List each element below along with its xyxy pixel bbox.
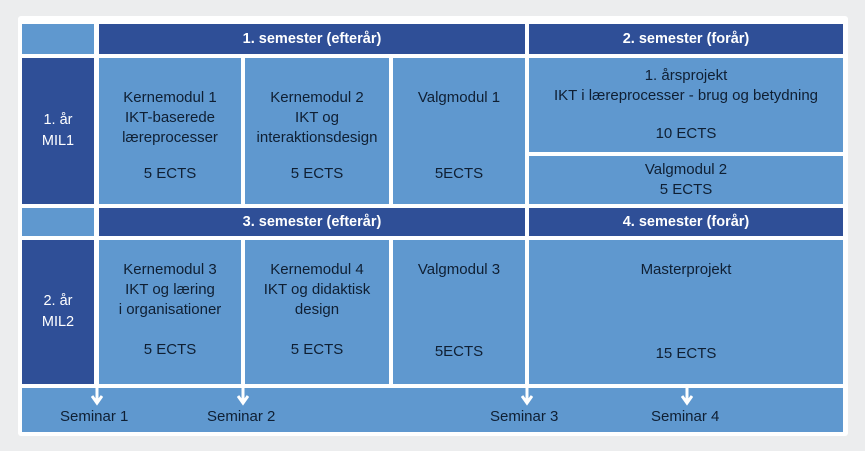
seminar-2-label: Seminar 2 — [207, 408, 276, 425]
seminar-4-label: Seminar 4 — [651, 408, 720, 425]
module-ects: 15 ECTS — [655, 345, 717, 362]
module-kernemodul-1: Kernemodul 1 IKT-baserede læreprocesser … — [99, 58, 241, 204]
module-valgmodul-1: Valgmodul 1 5ECTS — [393, 58, 525, 204]
module-ects: 5 ECTS — [290, 165, 344, 182]
corner-cell — [22, 24, 94, 54]
corner-cell-2 — [22, 208, 94, 236]
year-2-label: 2. år MIL2 — [22, 240, 94, 384]
module-valgmodul-2: Valgmodul 2 5 ECTS — [529, 156, 843, 204]
module-title: Valgmodul 3 — [417, 261, 501, 278]
module-title: Valgmodul 1 — [417, 89, 501, 106]
module-title: Kernemodul 2 IKT og interaktionsdesign — [256, 89, 378, 146]
seminar-1-label: Seminar 1 — [60, 408, 129, 425]
seminar-3-label: Seminar 3 — [490, 408, 559, 425]
semester-1-header: 1. semester (efterår) — [99, 24, 525, 54]
year-1-line2: MIL1 — [41, 133, 75, 149]
module-arsprojekt-1: 1. årsprojekt IKT i læreprocesser - brug… — [529, 58, 843, 152]
module-kernemodul-4: Kernemodul 4 IKT og didaktisk design 5 E… — [245, 240, 389, 384]
module-kernemodul-2: Kernemodul 2 IKT og interaktionsdesign 5… — [245, 58, 389, 204]
module-ects: 10 ECTS — [655, 125, 717, 142]
module-title: Kernemodul 1 IKT-baserede læreprocesser — [122, 89, 218, 146]
arrow-down-icon — [91, 384, 103, 406]
module-ects: 5ECTS — [434, 343, 484, 360]
arrow-down-icon — [521, 384, 533, 406]
module-ects: 5 ECTS — [290, 341, 344, 358]
module-title: 1. årsprojekt IKT i læreprocesser - brug… — [553, 67, 819, 104]
module-title: Kernemodul 4 IKT og didaktisk design — [263, 261, 371, 318]
module-title: Kernemodul 3 IKT og læring i organisatio… — [118, 261, 222, 318]
year-2-line1: 2. år — [43, 293, 73, 309]
module-masterprojekt: Masterprojekt 15 ECTS — [529, 240, 843, 384]
module-kernemodul-3: Kernemodul 3 IKT og læring i organisatio… — [99, 240, 241, 384]
module-ects: 5 ECTS — [143, 341, 197, 358]
arrow-down-icon — [237, 384, 249, 406]
year-1-line1: 1. år — [43, 112, 73, 128]
module-valgmodul-3: Valgmodul 3 5ECTS — [393, 240, 525, 384]
module-ects: 5 ECTS — [659, 181, 713, 198]
module-ects: 5ECTS — [434, 165, 484, 182]
module-title: Valgmodul 2 — [644, 161, 728, 178]
arrow-down-icon — [681, 384, 693, 406]
year-2-line2: MIL2 — [41, 314, 75, 330]
semester-2-header: 2. semester (forår) — [529, 24, 843, 54]
seminar-bar — [22, 388, 843, 432]
module-ects: 5 ECTS — [143, 165, 197, 182]
semester-3-header: 3. semester (efterår) — [99, 208, 525, 236]
semester-4-header: 4. semester (forår) — [529, 208, 843, 236]
year-1-label: 1. år MIL1 — [22, 58, 94, 204]
module-title: Masterprojekt — [640, 261, 732, 278]
